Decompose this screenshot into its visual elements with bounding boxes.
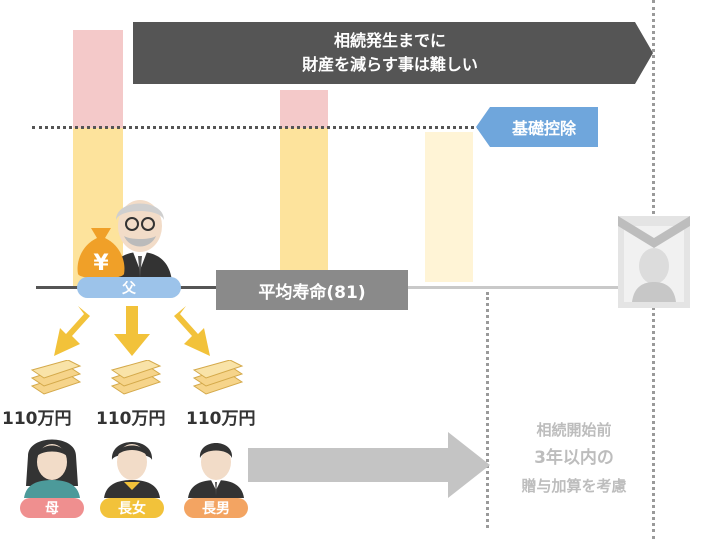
gift-amount-mother: 110万円 xyxy=(2,409,72,429)
banner-line-2: 財産を減らす事は難しい xyxy=(302,55,478,74)
svg-text:¥: ¥ xyxy=(93,251,109,276)
mother-avatar xyxy=(24,439,80,498)
note-line-1: 相続開始前 xyxy=(536,421,612,439)
timeline-right xyxy=(400,286,620,289)
note-line-2: 3年以内の xyxy=(534,448,614,468)
daughter-avatar xyxy=(104,442,160,498)
cash-stack-icon-3 xyxy=(192,360,244,395)
gift-addback-note: 相続開始前 3年以内の 贈与加算を考慮 xyxy=(496,410,652,506)
mother-label: 母 xyxy=(20,498,84,518)
arrow-to-son xyxy=(174,306,210,356)
asset-bar-2-base xyxy=(280,128,328,284)
gift-amount-daughter: 110万円 xyxy=(96,409,166,429)
threshold-tag xyxy=(476,107,598,147)
gift-amount-son: 110万円 xyxy=(186,409,256,429)
asset-bar-2-excess xyxy=(280,90,328,128)
life-expectancy-box: 平均寿命(81) xyxy=(216,270,408,310)
father-label: 父 xyxy=(77,277,181,298)
threshold-line xyxy=(32,126,480,129)
cash-stack-icon-1 xyxy=(30,360,82,395)
asset-bar-3-base xyxy=(425,132,473,282)
arrow-to-mother xyxy=(54,306,90,356)
father-avatar xyxy=(108,200,172,282)
banner-arrow xyxy=(133,22,653,84)
son-label: 長男 xyxy=(184,498,248,518)
threshold-label: 基礎控除 xyxy=(511,119,576,138)
banner-line-1: 相続発生までに xyxy=(333,31,446,50)
money-bag-icon: ¥ xyxy=(77,228,125,279)
son-avatar xyxy=(188,443,244,498)
note-line-3: 贈与加算を考慮 xyxy=(521,477,627,495)
arrow-to-daughter xyxy=(114,306,150,356)
daughter-label: 長女 xyxy=(100,498,164,518)
three-year-line xyxy=(486,292,489,528)
memorial-portrait-icon xyxy=(618,216,690,308)
asset-bar-1-excess xyxy=(73,30,123,128)
cash-stack-icon-2 xyxy=(110,360,162,395)
banner-text: 相続発生までに 財産を減らす事は難しい xyxy=(170,24,610,82)
big-arrow xyxy=(248,432,490,498)
